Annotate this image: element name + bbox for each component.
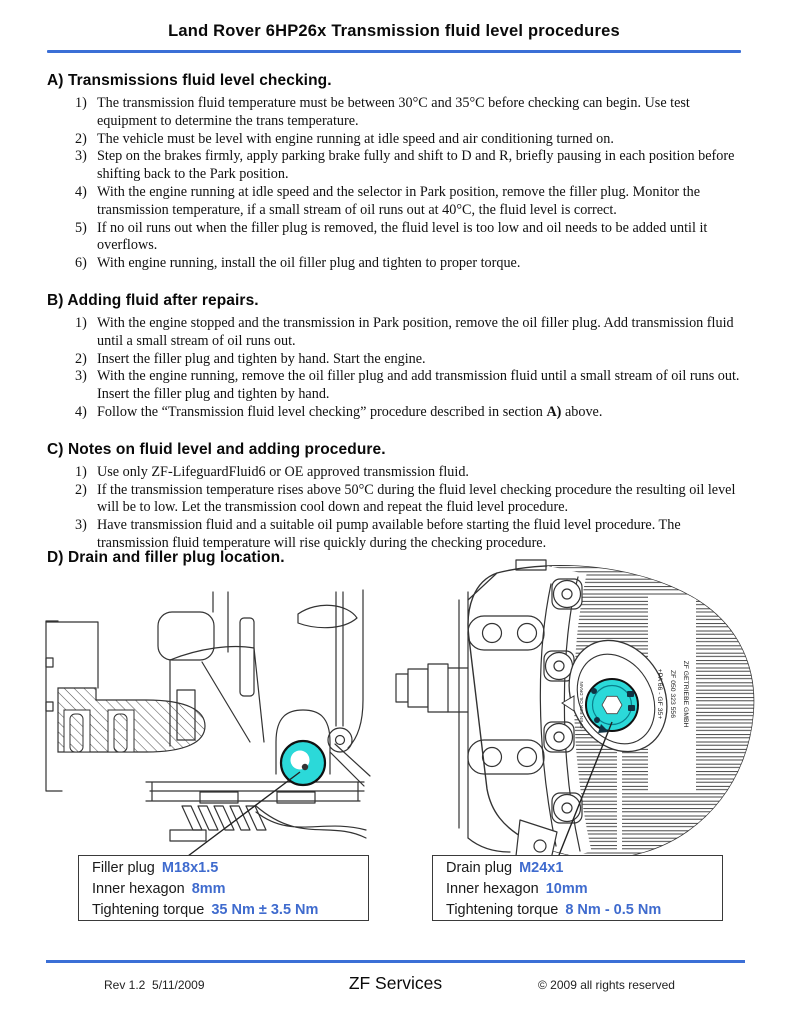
drain-plug-marker xyxy=(585,678,639,733)
svg-text:+PA 66 - GF 35+: +PA 66 - GF 35+ xyxy=(656,669,663,720)
section-a-heading: A) Transmissions fluid level checking. xyxy=(47,72,332,89)
spec-row: Tightening torque 8 Nm - 0.5 Nm xyxy=(446,900,722,921)
spec-row: Tightening torque 35 Nm ± 3.5 Nm xyxy=(92,900,368,921)
procedure-step: 1) The transmission fluid temperature mus… xyxy=(75,95,741,131)
spec-label: Tightening torque xyxy=(92,902,205,918)
spec-row: Inner hexagon 8mm xyxy=(92,879,368,900)
step-number: 3) xyxy=(75,517,87,534)
section-a: A) Transmissions fluid level checking. 1… xyxy=(47,72,741,273)
spec-label: Inner hexagon xyxy=(92,881,185,897)
plug-location-diagrams: OPEN FOR OIL DRAIN +PA 66 - GF 35+ ZF 05… xyxy=(45,559,755,865)
plug-note-text: OPEN FOR OIL DRAIN xyxy=(579,681,584,728)
step-number: 4) xyxy=(75,403,87,420)
step-text: If no oil runs out when the filler plug … xyxy=(97,219,708,254)
procedure-step: 3) Have transmission fluid and a suitable… xyxy=(75,517,741,553)
step-number: 2) xyxy=(75,350,87,367)
procedure-step: 5) If no oil runs out when the filler plu… xyxy=(75,220,741,256)
step-text: With the engine stopped and the transmis… xyxy=(97,314,734,349)
step-number: 3) xyxy=(75,368,87,385)
section-b-heading: B) Adding fluid after repairs. xyxy=(47,291,259,309)
drain-leader-line xyxy=(558,721,613,856)
filler-location-drawing xyxy=(45,589,371,857)
spec-label: Inner hexagon xyxy=(446,881,539,897)
procedure-step: 2) The vehicle must be level with engine … xyxy=(75,131,741,149)
step-number: 4) xyxy=(75,183,87,200)
section-d-heading: D) Drain and filler plug location. xyxy=(47,549,285,566)
step-text: Step on the brakes firmly, apply parking… xyxy=(97,148,735,183)
step-text: With engine running, install the oil fil… xyxy=(97,255,521,272)
svg-text:ZF 050 323 556: ZF 050 323 556 xyxy=(669,670,676,718)
footer-revision: Rev 1.2 5/11/2009 xyxy=(104,978,205,992)
filler-leader-line xyxy=(187,771,301,857)
title-rule xyxy=(47,50,741,53)
procedure-step: 4) Follow the “Transmission fluid level c… xyxy=(75,404,741,422)
spec-row: Inner hexagon 10mm xyxy=(446,879,722,900)
step-number: 6) xyxy=(75,255,87,272)
procedure-step: 4) With the engine running at idle speed … xyxy=(75,184,741,220)
step-number: 5) xyxy=(75,219,87,236)
procedure-step: 1) Use only ZF-LifeguardFluid6 or OE appr… xyxy=(75,464,741,482)
procedure-step: 2) If the transmission temperature rises … xyxy=(75,482,741,518)
spec-label: Filler plug xyxy=(92,860,155,876)
step-number: 2) xyxy=(75,130,87,147)
footer-rule xyxy=(46,960,745,963)
spec-row: Drain plug M24x1 xyxy=(446,858,722,879)
spec-label: Drain plug xyxy=(446,860,513,876)
step-text: The vehicle must be level with engine ru… xyxy=(97,130,614,147)
pan-bolts xyxy=(543,578,583,824)
spec-row: Filler plug M18x1.5 xyxy=(92,858,368,879)
spec-label: Tightening torque xyxy=(446,902,559,918)
procedure-step: 3) Step on the brakes firmly, apply parki… xyxy=(75,148,741,184)
step-text: Follow the “Transmission fluid level che… xyxy=(97,403,603,420)
procedure-step: 1) With the engine stopped and the transm… xyxy=(75,315,741,351)
step-text: The transmission fluid temperature must … xyxy=(97,95,690,129)
drain-location-drawing: OPEN FOR OIL DRAIN +PA 66 - GF 35+ ZF 05… xyxy=(395,559,755,865)
filler-plug-spec-box: Filler plug M18x1.5 Inner hexagon 8mm Tigh… xyxy=(78,855,369,921)
spec-value: M24x1 xyxy=(519,860,564,876)
step-text: Insert the filler plug and tighten by ha… xyxy=(97,350,426,367)
pan-markings: +PA 66 - GF 35+ ZF 050 323 556 ZF GETRIE… xyxy=(656,661,689,728)
footer-copyright: © 2009 all rights reserved xyxy=(538,978,675,992)
section-c: C) Notes on fluid level and adding proce… xyxy=(47,441,741,553)
procedure-step: 6) With engine running, install the oil f… xyxy=(75,255,741,273)
page-title: Land Rover 6HP26x Transmission fluid lev… xyxy=(168,22,620,40)
step-text: If the transmission temperature rises ab… xyxy=(97,481,736,516)
procedure-step: 3) With the engine running, remove the oi… xyxy=(75,368,741,404)
step-text: With the engine running, remove the oil … xyxy=(97,368,740,403)
step-number: 2) xyxy=(75,481,87,498)
filler-plug-marker xyxy=(279,739,327,787)
step-text: Have transmission fluid and a suitable o… xyxy=(97,517,681,551)
step-text: Use only ZF-LifeguardFluid6 or OE approv… xyxy=(97,463,469,480)
spec-value: 8 Nm - 0.5 Nm xyxy=(565,902,662,918)
spec-value: 8mm xyxy=(191,881,226,897)
svg-text:ZF GETRIEBE GMBH: ZF GETRIEBE GMBH xyxy=(682,661,689,728)
spec-value: M18x1.5 xyxy=(161,860,219,876)
procedure-step: 2) Insert the filler plug and tighten by … xyxy=(75,351,741,369)
section-c-heading: C) Notes on fluid level and adding proce… xyxy=(47,440,386,458)
step-number: 1) xyxy=(75,463,87,480)
step-number: 3) xyxy=(75,148,87,165)
step-text: With the engine running at idle speed an… xyxy=(97,183,701,218)
step-number: 1) xyxy=(75,95,87,111)
section-b: B) Adding fluid after repairs. 1) With th… xyxy=(47,292,741,422)
footer-brand: ZF Services xyxy=(348,973,443,993)
drain-plug-spec-box: Drain plug M24x1 Inner hexagon 10mm Tighte… xyxy=(432,855,723,921)
step-number: 1) xyxy=(75,314,87,331)
spec-value: 10mm xyxy=(545,881,588,897)
spec-value: 35 Nm ± 3.5 Nm xyxy=(211,902,319,918)
